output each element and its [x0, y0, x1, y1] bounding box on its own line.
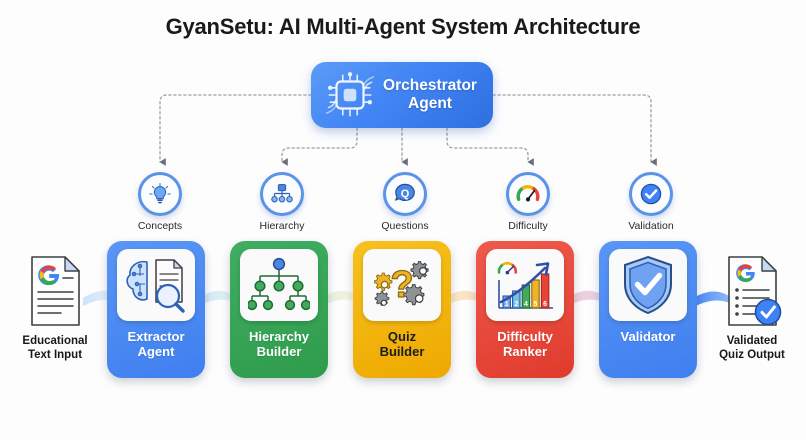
- pipeline-card-label: Validator: [620, 329, 676, 344]
- gauge-icon: [516, 185, 540, 202]
- tree-nodes-icon: [240, 249, 318, 321]
- svg-text:4: 4: [524, 301, 528, 308]
- badge-concepts[interactable]: Concepts: [112, 172, 208, 232]
- badge-label: Questions: [381, 220, 429, 232]
- badge-circle: [629, 172, 673, 216]
- question-gears-icon: ?: [363, 249, 441, 321]
- brain-document-magnifier-icon: [117, 249, 195, 321]
- shield-check-icon: [609, 249, 687, 321]
- badge-circle: [260, 172, 304, 216]
- google-document-icon: [3, 250, 107, 328]
- svg-text:?: ?: [390, 264, 413, 306]
- badge-circle: Q: [383, 172, 427, 216]
- pipeline-card-validator[interactable]: Validator: [599, 241, 697, 378]
- badge-circle: [506, 172, 550, 216]
- badge-label: Hierarchy: [259, 220, 305, 232]
- question-bubble-icon: Q: [394, 183, 415, 201]
- badge-label: Concepts: [137, 220, 183, 232]
- badge-questions[interactable]: Q Questions: [357, 172, 453, 232]
- badge-hierarchy[interactable]: Hierarchy: [234, 172, 330, 232]
- badge-difficulty[interactable]: Difficulty: [480, 172, 576, 232]
- cpu-chip-icon: [325, 72, 375, 117]
- svg-text:1: 1: [505, 301, 509, 308]
- google-document-verified-icon: [700, 250, 804, 328]
- badge-label: Validation: [628, 220, 674, 232]
- page-title: GyanSetu: AI Multi-Agent System Architec…: [165, 14, 641, 39]
- badge-label: Difficulty: [508, 220, 548, 232]
- org-tree-icon: [271, 184, 293, 203]
- badge-circle: [138, 172, 182, 216]
- svg-text:Q: Q: [401, 188, 410, 200]
- svg-text:5: 5: [534, 301, 538, 308]
- orchestrator-agent-label: Orchestrator Agent: [383, 77, 477, 112]
- svg-text:6: 6: [543, 301, 547, 308]
- lightbulb-icon: [149, 182, 171, 204]
- check-circle-icon: [640, 183, 662, 205]
- svg-text:2: 2: [514, 301, 518, 308]
- orchestrator-agent-node[interactable]: Orchestrator Agent: [311, 62, 493, 128]
- badge-validation[interactable]: Validation: [603, 172, 699, 232]
